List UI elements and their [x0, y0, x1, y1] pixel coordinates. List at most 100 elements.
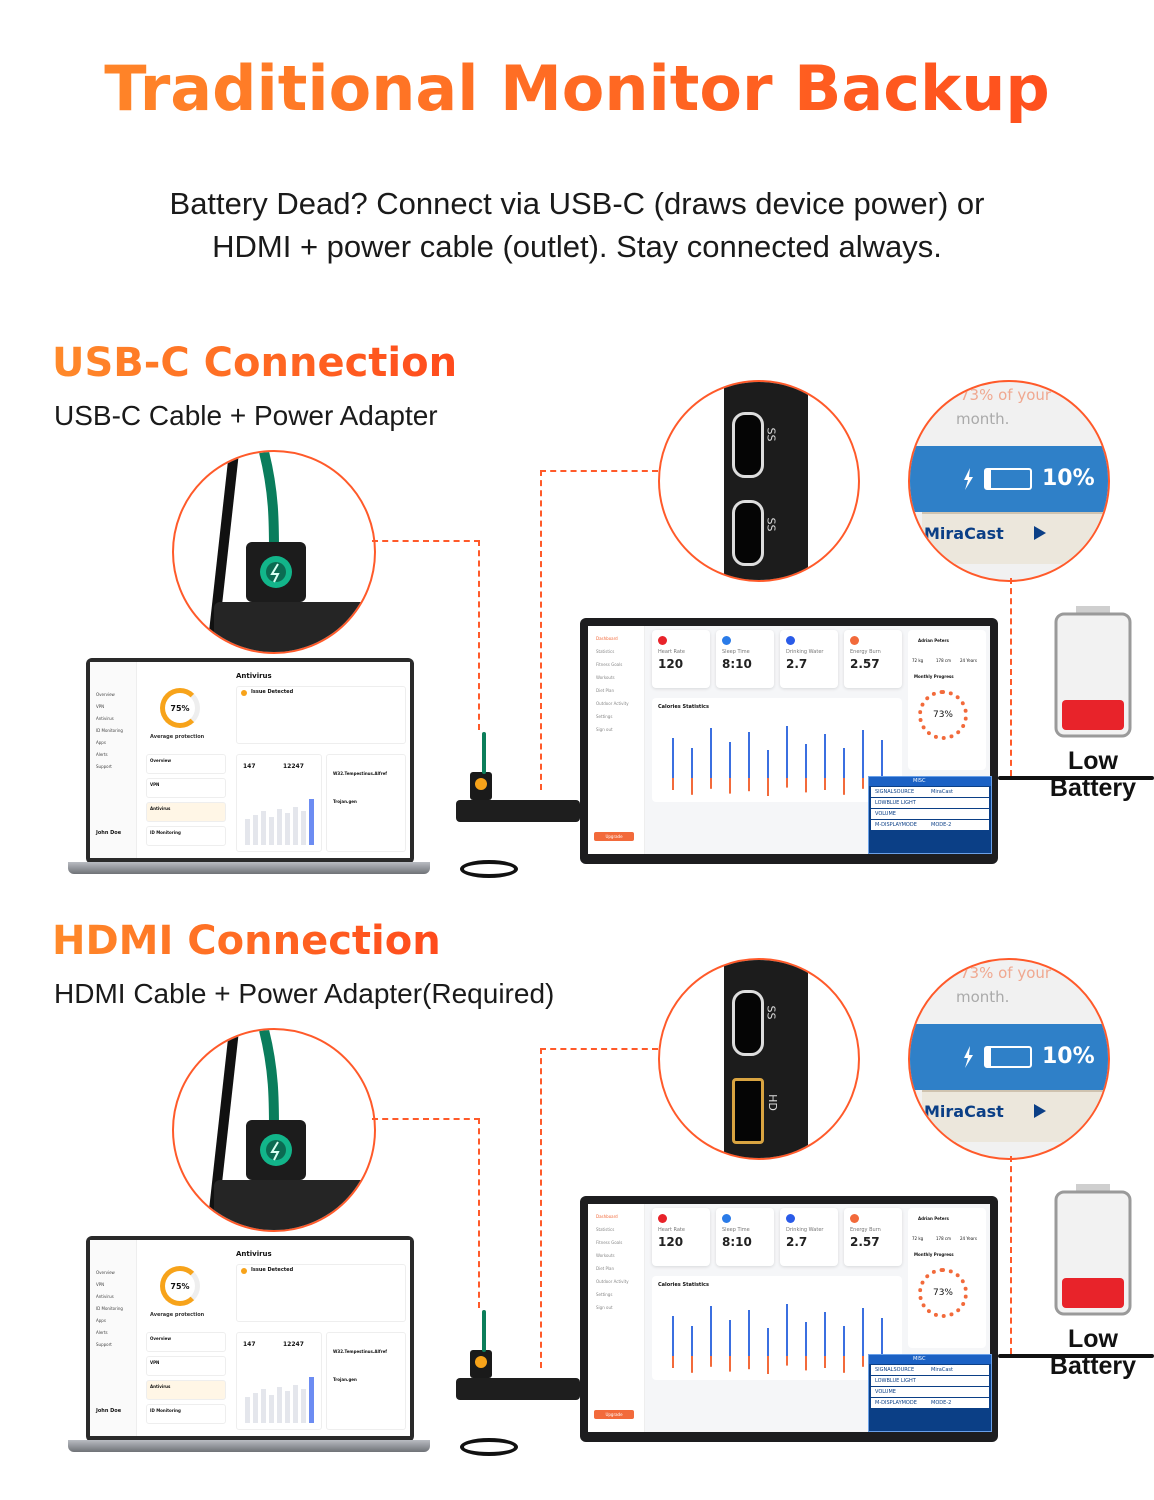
- laptop-nav-item[interactable]: Overview: [96, 1270, 115, 1275]
- laptop-nav-item[interactable]: Support: [96, 1342, 112, 1347]
- battery-outline-icon: [984, 468, 1032, 490]
- monitor-nav-item[interactable]: Fitness Goals: [596, 1240, 623, 1245]
- monitor-nav-item[interactable]: Settings: [596, 1292, 613, 1297]
- monitor-nav-item[interactable]: Sign out: [596, 1305, 613, 1310]
- osd-title: MISC: [869, 777, 991, 786]
- laptop-nav-item[interactable]: Support: [96, 764, 112, 769]
- laptop-base: [68, 1440, 430, 1452]
- laptop-list-item[interactable]: Antivirus: [146, 802, 226, 822]
- cable-coil: [460, 860, 518, 878]
- laptop-nav-item[interactable]: VPN: [96, 704, 105, 709]
- calorie-bar-red: [729, 778, 731, 794]
- stat-card-label: Energy Burn: [850, 649, 881, 655]
- laptop-nav-item[interactable]: Alerts: [96, 752, 108, 757]
- alert-1: W32.Tempestinus.Alfref: [333, 1349, 388, 1354]
- osd-row-label: VOLUME: [875, 1389, 896, 1395]
- monitor-nav-item[interactable]: Settings: [596, 714, 613, 719]
- monitor-nav-item[interactable]: Workouts: [596, 1253, 615, 1258]
- laptop-list-item[interactable]: ID Monitoring: [146, 826, 226, 846]
- laptop-nav-item[interactable]: Alerts: [96, 1330, 108, 1335]
- osd-row[interactable]: LOWBLUE LIGHT: [871, 798, 989, 808]
- alert-2: Trojan.gen: [333, 799, 357, 804]
- cable-coil: [460, 1438, 518, 1456]
- laptop-nav-item[interactable]: Overview: [96, 692, 115, 697]
- lightning-icon: [962, 1046, 974, 1068]
- low-battery-icon: [1054, 606, 1132, 738]
- calorie-bar-red: [824, 1356, 826, 1368]
- monitor-nav-item[interactable]: Outdoor Activity: [596, 1279, 629, 1284]
- laptop-nav-item[interactable]: Antivirus: [96, 1294, 114, 1299]
- laptop-nav-item[interactable]: ID Monitoring: [96, 728, 123, 733]
- monitor-nav-item[interactable]: Diet Plan: [596, 1266, 615, 1271]
- calorie-bar-blue: [767, 750, 769, 778]
- laptop-nav-item[interactable]: Apps: [96, 1318, 106, 1323]
- upgrade-button[interactable]: Upgrade: [594, 1410, 634, 1419]
- protection-gauge: 75%: [160, 688, 200, 728]
- zoom-text-top2: month.: [956, 988, 1010, 1006]
- alert-2: Trojan.gen: [333, 1377, 357, 1382]
- laptop-nav-item[interactable]: Antivirus: [96, 716, 114, 721]
- alert-1: W32.Tempestinus.Alfref: [333, 771, 388, 776]
- laptop-nav-item[interactable]: VPN: [96, 1282, 105, 1287]
- laptop-list-item[interactable]: ID Monitoring: [146, 1404, 226, 1424]
- laptop-list-item[interactable]: Antivirus: [146, 1380, 226, 1400]
- low-battery-label-1: Low: [1068, 1325, 1118, 1353]
- laptop-base: [68, 862, 430, 874]
- laptop-nav-item[interactable]: ID Monitoring: [96, 1306, 123, 1311]
- osd-row-value: MODE-2: [931, 822, 952, 828]
- stat-card: Sleep Time 8:10: [716, 630, 774, 688]
- usb-plug-icon: [209, 452, 374, 652]
- laptop-list-item[interactable]: Overview: [146, 1332, 226, 1352]
- osd-row-label: LOWBLUE LIGHT: [875, 800, 916, 806]
- stat-card-value: 8:10: [722, 1235, 752, 1249]
- connection-section-2: HDMI Connection HDMI Cable + Power Adapt…: [0, 918, 1154, 1478]
- osd-row[interactable]: LOWBLUE LIGHT: [871, 1376, 989, 1386]
- miracast-label: MiraCast: [924, 1102, 1004, 1121]
- progress-title: Monthly Progress: [914, 1252, 954, 1257]
- battery-bar: 10%: [910, 1024, 1108, 1090]
- zoom-text-top: 73% of your: [960, 964, 1052, 982]
- monitor-nav-item[interactable]: Workouts: [596, 675, 615, 680]
- calorie-bar-red: [672, 778, 674, 790]
- calorie-bar-blue: [691, 1326, 693, 1356]
- monitor-nav-item[interactable]: Diet Plan: [596, 688, 615, 693]
- laptop-list-item[interactable]: VPN: [146, 1356, 226, 1376]
- calorie-bar-blue: [672, 738, 674, 778]
- calorie-bar-red: [710, 1356, 712, 1367]
- monitor-nav-item[interactable]: Dashboard: [596, 636, 618, 641]
- osd-row[interactable]: VOLUME: [871, 1387, 989, 1397]
- laptop-list-item[interactable]: Overview: [146, 754, 226, 774]
- osd-row-label: SIGNALSOURCE: [875, 789, 915, 795]
- monitor-nav-item[interactable]: Statistics: [596, 1227, 615, 1232]
- calorie-bar-blue: [672, 1316, 674, 1356]
- port-label-2: SS: [764, 517, 778, 532]
- battery-bar: 10%: [910, 446, 1108, 512]
- calories-chart: Calories Statistics: [652, 1276, 902, 1380]
- files-panel: 147 12247: [236, 1332, 322, 1430]
- monitor-nav-item[interactable]: Fitness Goals: [596, 662, 623, 667]
- monitor-nav-item[interactable]: Outdoor Activity: [596, 701, 629, 706]
- calorie-bar-red: [710, 778, 712, 789]
- stat-2: 12247: [283, 763, 304, 770]
- upgrade-button[interactable]: Upgrade: [594, 832, 634, 841]
- stat-card-icon: [722, 1214, 731, 1223]
- calorie-bar-blue: [748, 732, 750, 778]
- monitor-nav-item[interactable]: Dashboard: [596, 1214, 618, 1219]
- miracast-label: MiraCast: [924, 524, 1004, 543]
- calorie-bar-blue: [843, 748, 845, 778]
- monitor-nav-item[interactable]: Sign out: [596, 727, 613, 732]
- monitor-nav-item[interactable]: Statistics: [596, 649, 615, 654]
- laptop-list-item[interactable]: VPN: [146, 778, 226, 798]
- osd-row[interactable]: VOLUME: [871, 809, 989, 819]
- stat-card: Heart Rate 120: [652, 1208, 710, 1266]
- stat-card-icon: [786, 636, 795, 645]
- profile-stat-2: 178 cm: [936, 1236, 952, 1241]
- calories-chart: Calories Statistics: [652, 698, 902, 802]
- laptop-nav-item[interactable]: Apps: [96, 740, 106, 745]
